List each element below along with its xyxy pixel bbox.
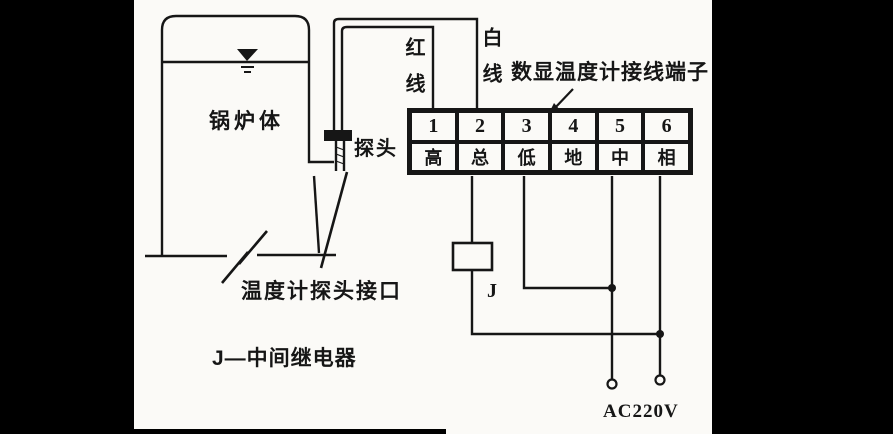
red-wire-label: 红线 [402, 37, 424, 109]
diagram-paper [134, 0, 712, 434]
ac-terminal-left [606, 378, 618, 390]
bottom-black-strip [0, 429, 446, 434]
junction-dot-neutral [608, 284, 616, 292]
boiler-outline [160, 14, 334, 256]
water-level-icon [237, 49, 258, 61]
ac-power-label: AC220V [603, 401, 679, 422]
terminal-2-number: 2 [456, 111, 504, 142]
terminal-block: 1 2 3 4 5 6 高 总 低 地 中 相 [407, 108, 693, 175]
probe-stem-hatches [335, 146, 345, 165]
probe-stem [334, 141, 346, 171]
wire-terminal3-to-neutral [522, 176, 612, 290]
terminal-4-label: 地 [550, 141, 597, 172]
probe-pipe-wall [312, 175, 321, 254]
probe-cable-inner [340, 25, 435, 131]
terminal-3-number: 3 [503, 111, 550, 142]
terminal-1-number: 1 [410, 111, 457, 142]
terminal-2-label: 总 [456, 141, 504, 172]
probe-cable-outer [332, 17, 479, 131]
relay-legend: J—中间继电器 [212, 347, 357, 370]
probe-label: 探头 [354, 138, 398, 160]
terminal-5-label: 中 [596, 141, 644, 172]
probe-pipe-diagonal [319, 171, 349, 269]
terminal-3-label: 低 [503, 141, 550, 172]
ac-terminal-right [654, 374, 666, 386]
probe-cap [324, 130, 352, 141]
terminal-4-number: 4 [550, 111, 597, 142]
wire-relay-to-phase [470, 270, 660, 336]
junction-dot-phase [656, 330, 664, 338]
terminal-6-number: 6 [643, 111, 690, 142]
white-wire-label: 白线 [479, 27, 501, 99]
probe-interface-label: 温度计探头接口 [241, 280, 402, 303]
relay-symbol-label: J [487, 280, 497, 302]
terminal-block-title: 数显温度计接线端子 [511, 61, 709, 84]
break-symbol [221, 230, 268, 284]
terminal-1-label: 高 [410, 141, 457, 172]
boiler-label: 锅炉体 [209, 110, 284, 133]
relay-box [451, 241, 494, 272]
terminal-5-number: 5 [596, 111, 644, 142]
terminal-6-label: 相 [643, 141, 690, 172]
water-level-ticks [241, 66, 254, 73]
